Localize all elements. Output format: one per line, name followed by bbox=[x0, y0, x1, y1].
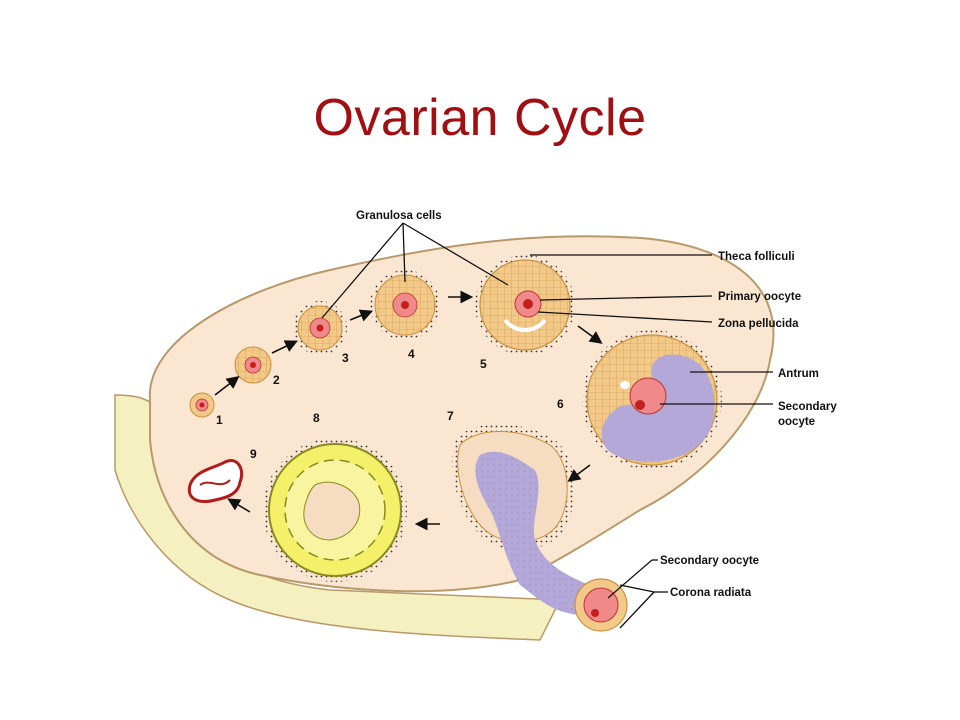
stage-number: 2 bbox=[273, 373, 280, 387]
follicle-stage-2 bbox=[234, 346, 272, 384]
follicle-stage-5 bbox=[475, 255, 575, 355]
corpus-albicans-stage-9 bbox=[187, 459, 244, 503]
stage-number: 1 bbox=[216, 413, 223, 427]
slide-title: Ovarian Cycle bbox=[313, 89, 647, 147]
stage-number: 5 bbox=[480, 357, 487, 371]
stage-number: 6 bbox=[557, 397, 564, 411]
follicle-stage-7 bbox=[451, 424, 600, 615]
released-fluid bbox=[475, 451, 600, 615]
label-primary-oocyte: Primary oocyte bbox=[718, 291, 801, 303]
label-corona-radiata: Corona radiata bbox=[670, 587, 752, 599]
stage-number: 3 bbox=[342, 351, 349, 365]
stage-number: 7 bbox=[447, 409, 454, 423]
stage-number: 9 bbox=[250, 447, 257, 461]
ovulated-oocyte bbox=[574, 578, 628, 632]
follicle-stage-4 bbox=[370, 270, 440, 340]
label-secondary-oocyte-line1: Secondary bbox=[778, 401, 837, 413]
label-secondary-oocyte-line2: oocyte bbox=[778, 416, 815, 428]
follicle-stage-3 bbox=[293, 301, 347, 355]
label-zona-pellucida: Zona pellucida bbox=[718, 318, 799, 330]
label-ovulated-secondary-oocyte: Secondary oocyte bbox=[660, 555, 759, 567]
stage-number: 4 bbox=[408, 347, 415, 361]
label-granulosa-cells: Granulosa cells bbox=[356, 210, 442, 222]
label-antrum: Antrum bbox=[778, 368, 819, 380]
follicle-stage-6 bbox=[582, 330, 722, 470]
label-theca-folliculi: Theca folliculi bbox=[718, 251, 795, 263]
corpus-luteum-stage-8 bbox=[263, 438, 407, 582]
follicle-stage-1 bbox=[189, 392, 215, 418]
stage-number: 8 bbox=[313, 411, 320, 425]
